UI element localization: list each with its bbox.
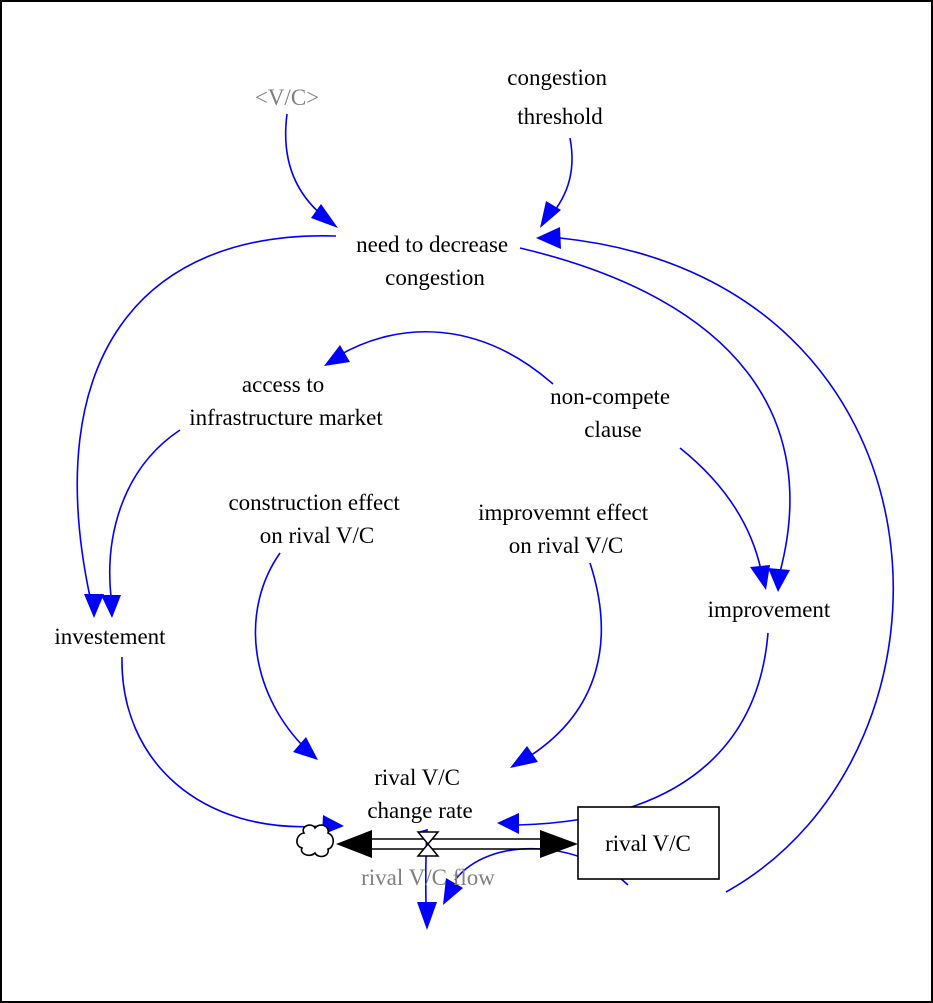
construction-effect-label[interactable]: construction effect on rival V/C (228, 490, 405, 548)
link-improvementeffect-to-rate (529, 562, 603, 757)
arrowhead-noncompete-to-access (324, 345, 350, 366)
arrowhead-construction-to-rate (293, 737, 318, 760)
improvement-label[interactable]: improvement (708, 597, 831, 622)
arrowhead-access-to-investement (101, 595, 121, 618)
arrowhead-improvement-to-rate (497, 813, 519, 834)
investement-label[interactable]: investement (54, 624, 166, 649)
congestion-threshold-label[interactable]: congestion threshold (507, 65, 612, 129)
stock-label: rival V/C (605, 831, 691, 856)
causal-links (76, 113, 895, 930)
flow-arrowhead-right (540, 830, 578, 858)
link-need-to-improvement (519, 247, 791, 573)
link-noncompete-to-improvement (679, 447, 762, 571)
improvement-effect-label[interactable]: improvemnt effect on rival V/C (478, 500, 654, 558)
arrowhead-need-to-improvement (768, 568, 790, 592)
access-to-infrastructure-market-label[interactable]: access to infrastructure market (189, 372, 383, 430)
labels: <V/C> congestion threshold need to decre… (54, 65, 830, 890)
shadow-vc-label[interactable]: <V/C> (255, 85, 319, 110)
arrowhead-improvementeffect-to-rate (510, 746, 538, 768)
link-vc-to-need (284, 113, 329, 221)
link-need-to-investement (76, 235, 337, 598)
need-to-decrease-congestion-label[interactable]: need to decrease congestion (356, 232, 514, 290)
arrowhead-need-to-investement (84, 594, 104, 618)
link-noncompete-to-access (337, 330, 554, 385)
arrowhead-stock-to-flow (443, 878, 463, 905)
link-investement-to-rate (121, 656, 324, 828)
link-stock-to-need (559, 237, 895, 893)
link-construction-to-rate (254, 552, 303, 746)
flow-label[interactable]: rival V/C flow (361, 865, 495, 890)
link-access-to-investement (108, 429, 181, 598)
flow-structure (296, 806, 720, 880)
non-compete-clause-label[interactable]: non-compete clause (550, 384, 676, 442)
cloud-icon (296, 824, 335, 858)
link-improvement-to-rate (517, 632, 769, 826)
arrowhead-vc-to-need (311, 204, 338, 228)
arrowhead-threshold-to-need (540, 201, 561, 228)
arrowhead-noncompete-to-improvement (750, 565, 770, 590)
change-rate-label[interactable]: rival V/C change rate (367, 765, 472, 823)
stock-box[interactable] (577, 806, 720, 880)
arrowhead-stock-to-need (536, 227, 561, 249)
flow-valve-icon (416, 831, 440, 857)
arrowhead-rate-to-flow (417, 902, 437, 930)
flow-arrowhead-left (336, 830, 372, 858)
